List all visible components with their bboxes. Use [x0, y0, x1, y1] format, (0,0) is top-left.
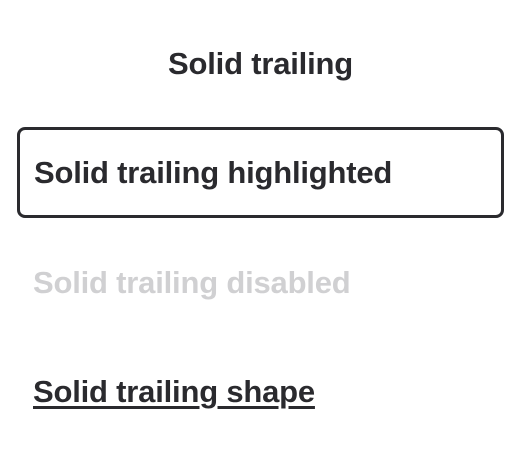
solid-trailing-disabled-label: Solid trailing disabled — [33, 265, 351, 300]
solid-trailing-button[interactable]: Solid trailing — [0, 40, 521, 88]
solid-trailing-highlighted-label: Solid trailing highlighted — [34, 155, 393, 190]
solid-trailing-disabled-button: Solid trailing disabled — [33, 258, 351, 308]
solid-trailing-shape-button[interactable]: Solid trailing shape — [33, 367, 315, 417]
solid-trailing-highlighted-button[interactable]: Solid trailing highlighted — [17, 127, 504, 218]
solid-trailing-label: Solid trailing — [168, 46, 353, 81]
solid-trailing-shape-label: Solid trailing shape — [33, 374, 315, 409]
